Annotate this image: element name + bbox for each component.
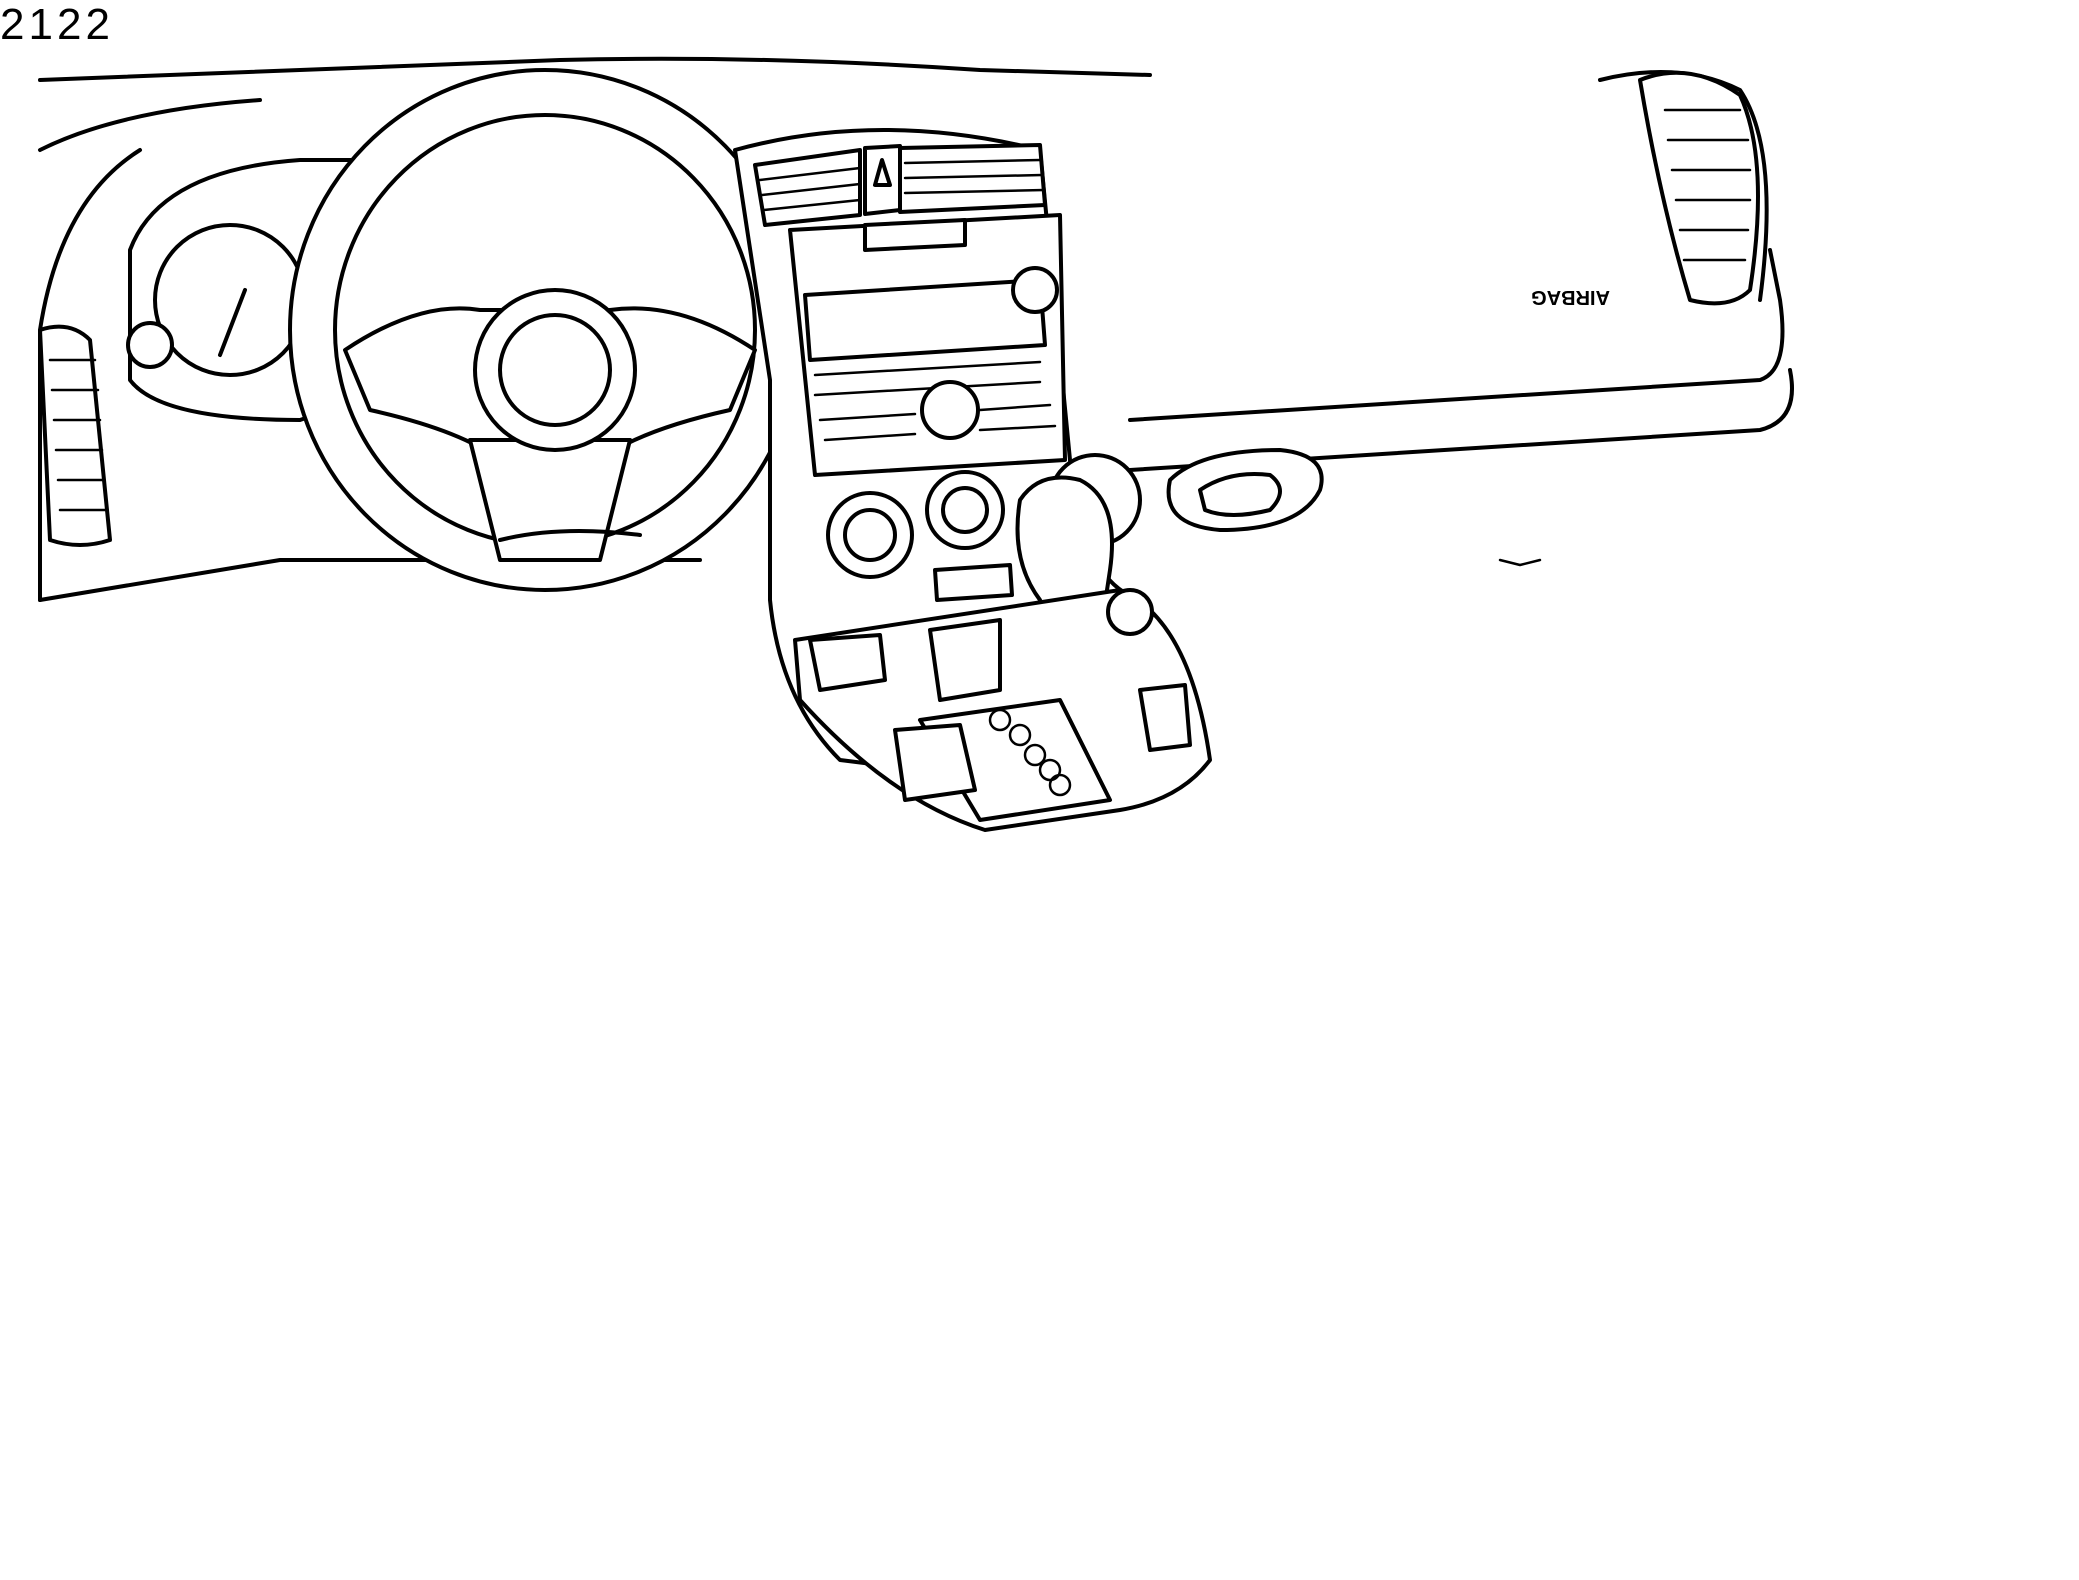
right-air-vent: [1638, 70, 1760, 306]
callout-2-bottom: 2: [85, 0, 110, 49]
callout-2-upper-right: 2: [0, 0, 25, 49]
callout-2-left: 2: [56, 0, 82, 49]
airbag-label: AIRBAG: [1531, 286, 1610, 308]
radio-knob: [920, 380, 980, 440]
left-air-vent: [38, 324, 112, 547]
dashboard: AIRBAG: [38, 56, 1794, 602]
center-air-vents: [753, 143, 1047, 227]
tachometer-gauge: [153, 223, 307, 377]
center-stack: [733, 128, 1212, 832]
console-top-plate: [793, 588, 1212, 832]
callout-1: 1: [28, 0, 53, 49]
glovebox-handle: [1166, 448, 1324, 532]
radio-unit: [788, 213, 1067, 477]
steering-wheel: [288, 68, 802, 592]
